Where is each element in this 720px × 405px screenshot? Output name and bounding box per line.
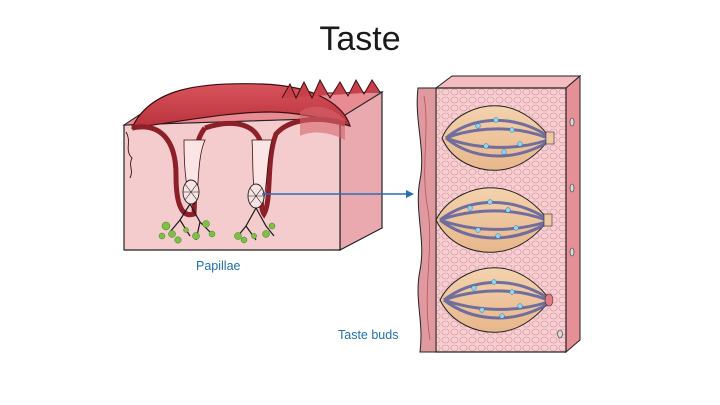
taste-bud-2 — [435, 187, 553, 253]
epithelium-strip — [416, 87, 437, 353]
filiform-papillae — [281, 78, 381, 100]
pointer-arrow — [262, 190, 414, 198]
block-side-face — [339, 90, 383, 251]
edge-wave — [125, 131, 133, 179]
side-pores — [557, 117, 575, 339]
trench-bud-right — [247, 183, 265, 209]
taste-bud-3 — [439, 267, 554, 333]
papillae-label: Papillae — [196, 259, 241, 273]
tissue-side-face — [565, 74, 581, 354]
taste-bud-1 — [441, 105, 555, 171]
papilla-fold — [300, 106, 345, 140]
trench-bud-left — [182, 179, 200, 205]
serous-glands — [158, 220, 276, 244]
slide-title: Taste — [319, 20, 401, 58]
block-front-face — [123, 117, 341, 251]
papillae-block — [122, 78, 384, 251]
trench-right — [204, 116, 346, 219]
papilla-dome — [131, 83, 351, 129]
tissue-top-face — [434, 75, 582, 89]
taste-buds-label: Taste buds — [338, 328, 399, 342]
